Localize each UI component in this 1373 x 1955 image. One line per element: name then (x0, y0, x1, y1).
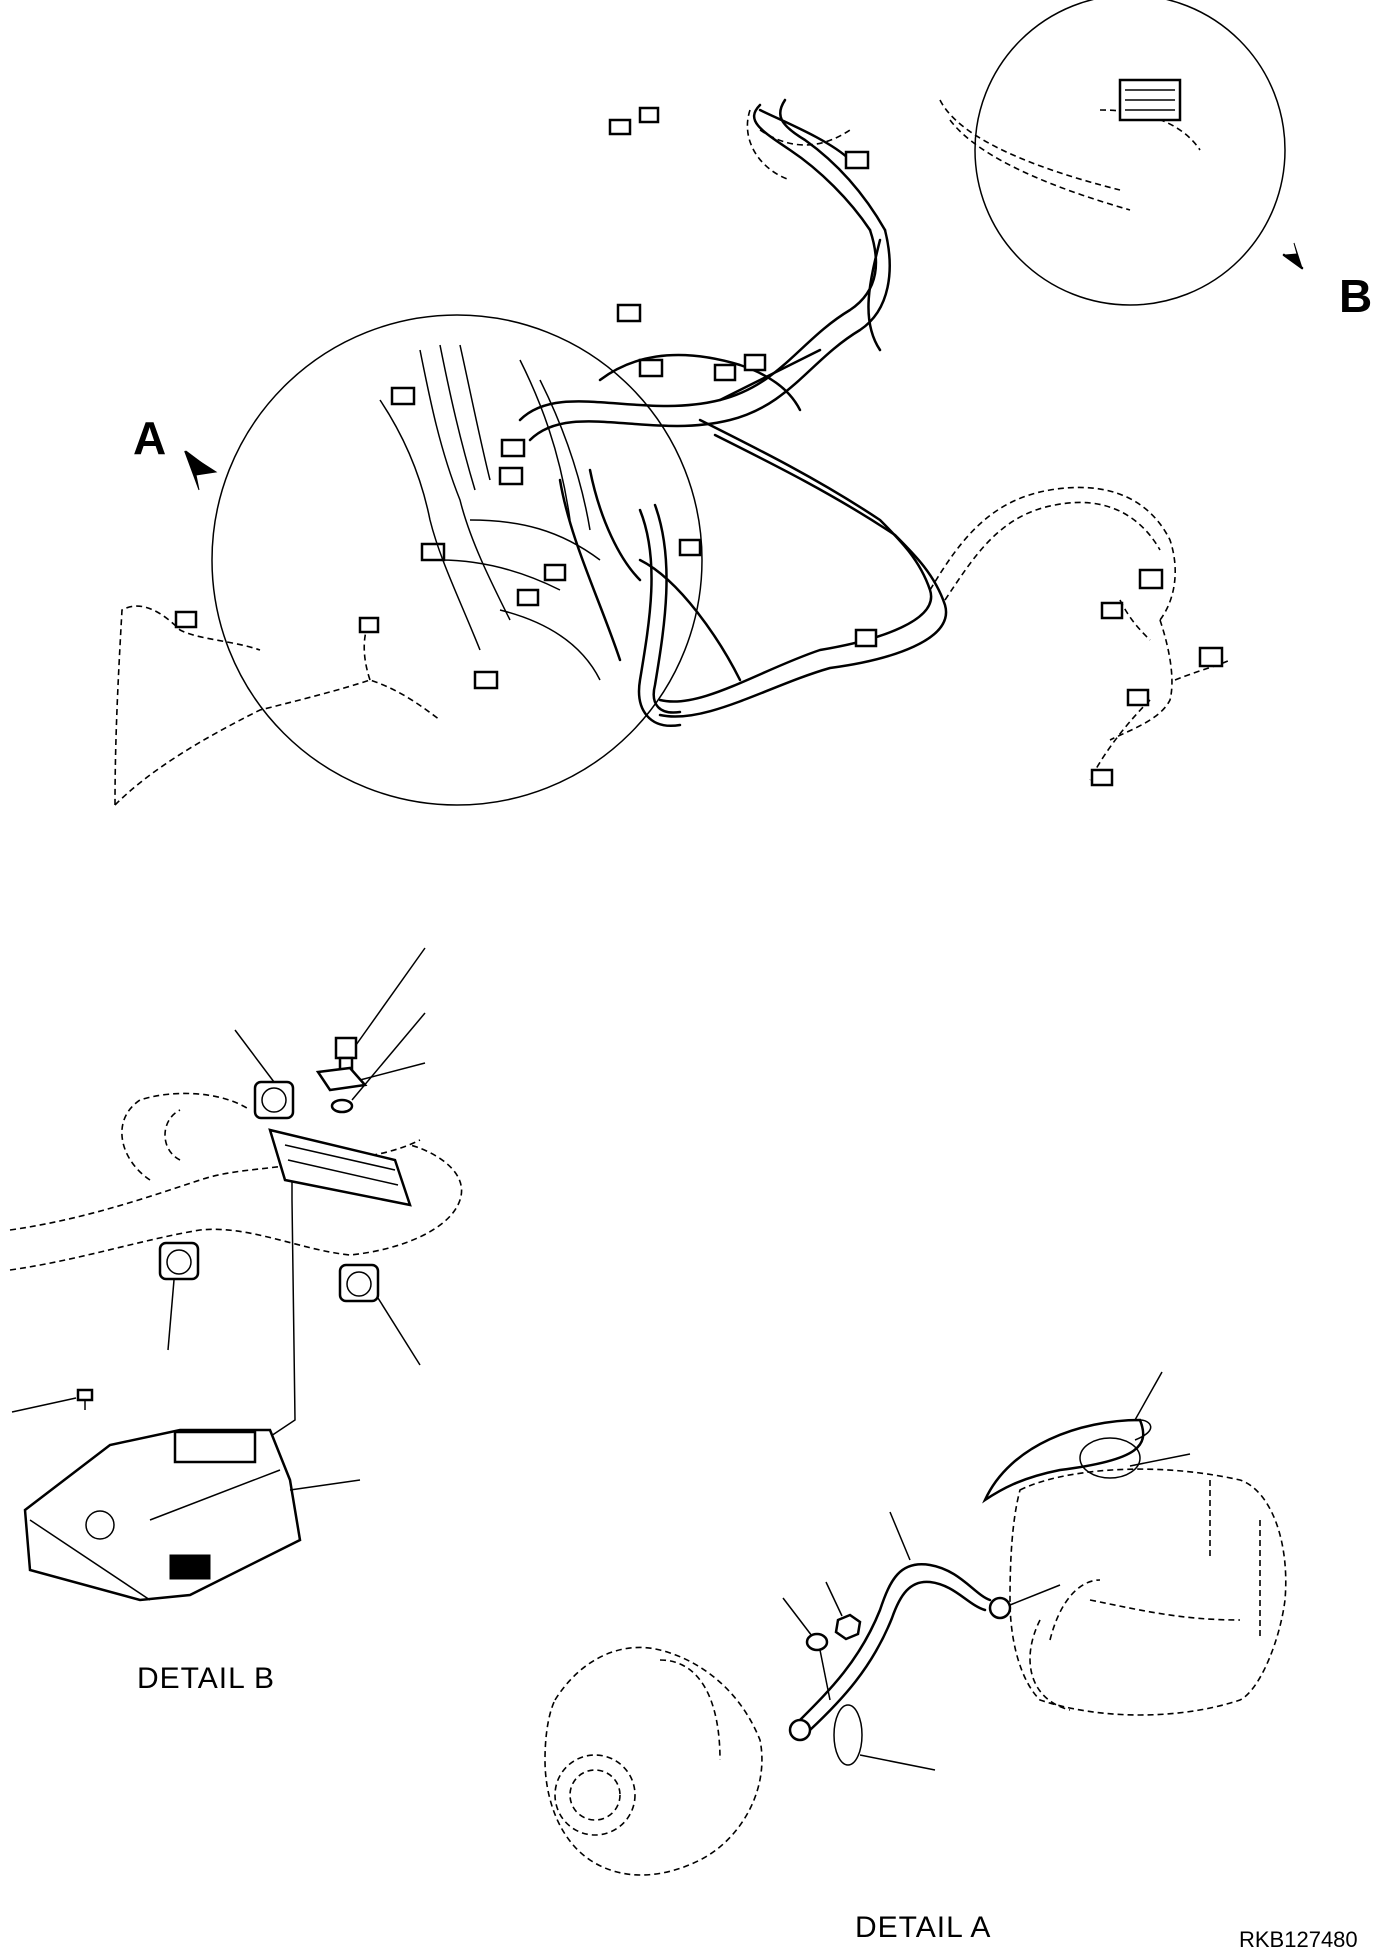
detail-a-caption: DETAIL A (855, 1911, 992, 1944)
detail-b-circle (974, 0, 1286, 306)
main-harness-assembly (114, 0, 1286, 806)
detail-a-drawing (544, 1371, 1287, 1876)
arrow-a-icon (184, 450, 218, 491)
detail-a-marker: A (133, 412, 167, 464)
arrow-b-icon (1283, 242, 1303, 270)
detail-b-caption: DETAIL B (137, 1662, 276, 1695)
detail-b-marker: B (1339, 270, 1373, 322)
detail-b-drawing (9, 947, 463, 1602)
reference-code: RKB127480 (1239, 1927, 1358, 1952)
detail-a-circle (211, 314, 703, 806)
